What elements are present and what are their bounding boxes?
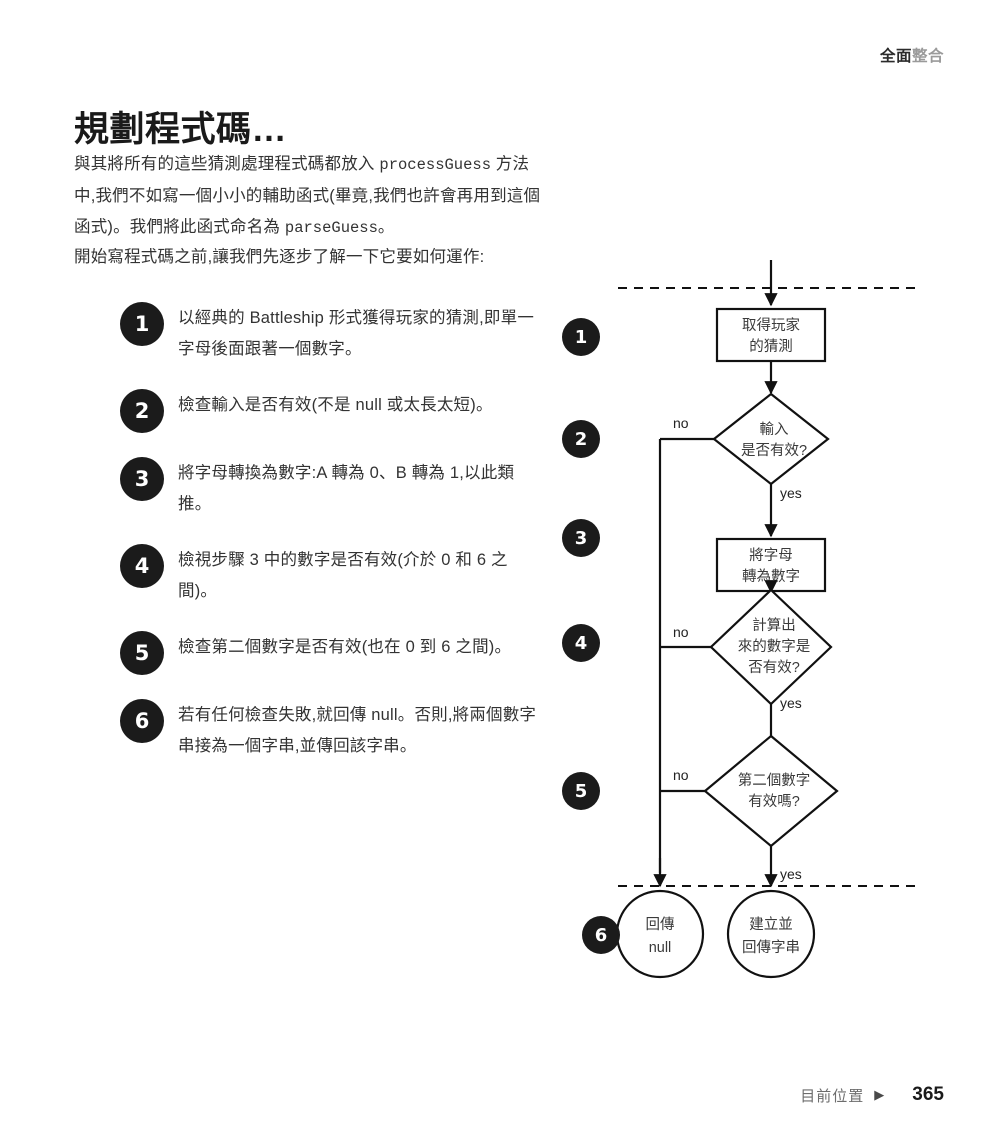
step-text: 將字母轉換為數字:A 轉為 0、B 轉為 1,以此類推。: [178, 464, 515, 513]
step-text: 檢查第二個數字是否有效(也在 0 到 6 之間)。: [178, 638, 512, 656]
flowchart-marker-3: 3: [562, 519, 600, 557]
code-parseguess: parseGuess: [284, 218, 378, 237]
step-text: 若有任何檢查失敗,就回傳 null。否則,將兩個數字串接為一個字串,並傳回該字串…: [178, 706, 537, 755]
edge-label-yes-1: yes: [780, 485, 802, 501]
intro-paragraph: 與其將所有的這些猜測處理程式碼都放入 processGuess 方法中,我們不如…: [74, 149, 544, 244]
paragraph-text-c: 。: [377, 217, 395, 236]
step-number-badge: 3: [120, 457, 164, 501]
edge-label-yes-3: yes: [780, 866, 802, 882]
flow-node-5-line2: 有效嗎?: [748, 793, 800, 810]
step-number-badge: 4: [120, 544, 164, 588]
flow-node-4-line2: 來的數字是: [738, 638, 811, 655]
flowchart-diagram: 1 2 3 4 5 6 取得玩家 的猜測 輸入 是否有效? 將字母 轉為: [540, 258, 960, 1018]
flowchart-marker-2: 2: [562, 420, 600, 458]
flowchart-marker-5: 5: [562, 772, 600, 810]
flow-node-6a-line1: 回傳: [646, 916, 675, 933]
flow-node-3-line1: 將字母: [749, 547, 793, 564]
step-number-badge: 6: [120, 699, 164, 743]
list-item: 4 檢視步驟 3 中的數字是否有效(介於 0 和 6 之間)。: [120, 542, 540, 607]
flow-node-3-line2: 轉為數字: [742, 568, 800, 585]
paragraph-text-a: 與其將所有的這些猜測處理程式碼都放入: [74, 154, 380, 173]
step-number-badge: 2: [120, 389, 164, 433]
flow-node-2-line1: 輸入: [760, 421, 789, 438]
list-item: 6 若有任何檢查失敗,就回傳 null。否則,將兩個數字串接為一個字串,並傳回該…: [120, 697, 540, 762]
flowchart-marker-6: 6: [582, 916, 620, 954]
flow-node-5-line1: 第二個數字: [738, 771, 811, 789]
running-head: 全面整合: [880, 44, 944, 66]
flow-node-6b-line1: 建立並: [749, 916, 793, 933]
page-footer: 目前位置 ▶ 365: [800, 1084, 944, 1106]
flow-node-6b-line2: 回傳字串: [742, 939, 800, 956]
flow-node-6a-line2: null: [649, 940, 672, 956]
flow-node-1-line2: 的猜測: [749, 338, 793, 355]
list-item: 1 以經典的 Battleship 形式獲得玩家的猜測,即單一字母後面跟著一個數…: [120, 300, 540, 365]
flowchart-svg: 取得玩家 的猜測 輸入 是否有效? 將字母 轉為數字 計算出 來的數字是 否有效…: [615, 260, 918, 979]
list-item: 5 檢查第二個數字是否有效(也在 0 到 6 之間)。: [120, 629, 540, 675]
running-head-dark: 全面: [879, 48, 912, 65]
running-head-light: 整合: [911, 48, 944, 65]
step-number-badge: 1: [120, 302, 164, 346]
step-list: 1 以經典的 Battleship 形式獲得玩家的猜測,即單一字母後面跟著一個數…: [120, 300, 540, 784]
flow-node-4-line3: 否有效?: [748, 659, 800, 676]
flow-decision-input-valid: [712, 392, 830, 486]
flow-terminal-build-string: [726, 889, 816, 979]
flowchart-marker-4: 4: [562, 624, 600, 662]
step-text: 檢視步驟 3 中的數字是否有效(介於 0 和 6 之間)。: [178, 551, 508, 600]
footer-label: 目前位置: [800, 1087, 865, 1105]
flow-node-2-line2: 是否有效?: [741, 442, 807, 459]
triangle-right-icon: ▶: [874, 1087, 885, 1102]
edge-label-no-3: no: [673, 767, 689, 783]
list-item: 3 將字母轉換為數字:A 轉為 0、B 轉為 1,以此類推。: [120, 455, 540, 520]
edge-label-no-2: no: [673, 624, 689, 640]
flow-terminal-return-null: [615, 889, 705, 979]
paragraph-text-b: 方法中,我們不如寫一個小小的輔助函式(畢竟,我們也許會再用到這個函式)。我們將此…: [74, 154, 541, 236]
code-processguess: processGuess: [379, 155, 492, 174]
flow-node-get-guess: [715, 307, 827, 363]
step-text: 檢查輸入是否有效(不是 null 或太長太短)。: [178, 396, 493, 414]
edge-label-no-1: no: [673, 415, 689, 431]
flow-node-1-line1: 取得玩家: [742, 317, 800, 334]
page-title: 規劃程式碼…: [74, 110, 288, 150]
flow-node-4-line1: 計算出: [752, 617, 796, 634]
flow-decision-second-number-valid: [703, 734, 839, 848]
list-item: 2 檢查輸入是否有效(不是 null 或太長太短)。: [120, 387, 540, 433]
step-number-badge: 5: [120, 631, 164, 675]
edge-label-yes-2: yes: [780, 695, 802, 711]
page-number: 365: [912, 1084, 944, 1105]
flowchart-marker-1: 1: [562, 318, 600, 356]
lead-in-paragraph: 開始寫程式碼之前,讓我們先逐步了解一下它要如何運作:: [74, 247, 485, 266]
step-text: 以經典的 Battleship 形式獲得玩家的猜測,即單一字母後面跟著一個數字。: [178, 309, 535, 358]
